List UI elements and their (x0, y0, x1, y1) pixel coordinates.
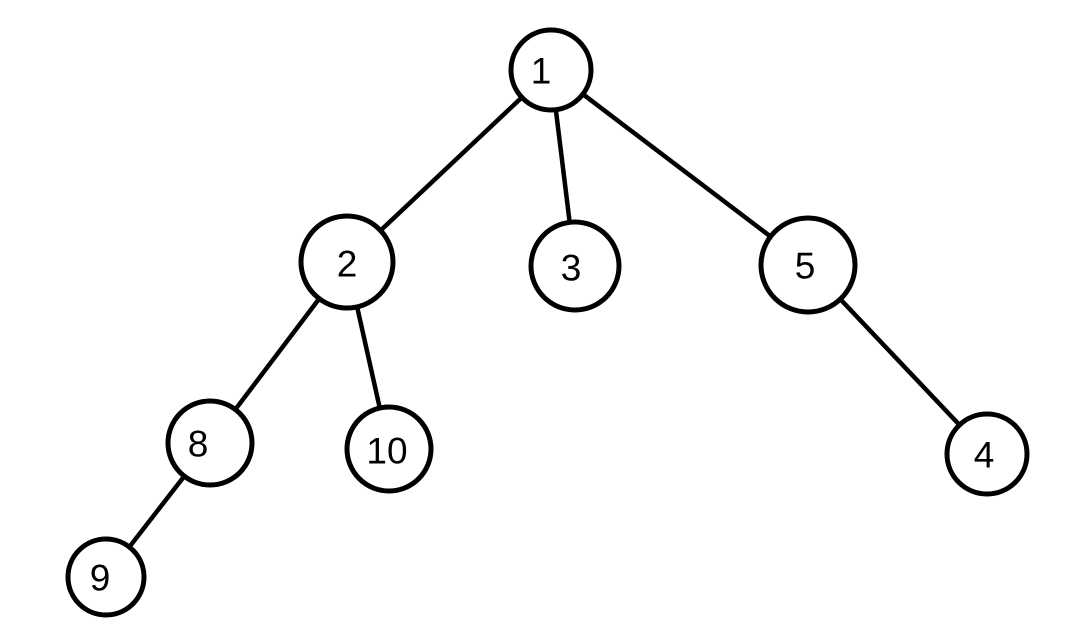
tree-edge-1-3 (553, 106, 573, 226)
tree-node-1: 1 (508, 27, 594, 113)
tree-node-8: 8 (165, 398, 255, 488)
tree-node-10: 10 (344, 404, 434, 494)
node-label-4: 4 (974, 435, 995, 476)
node-label-8: 8 (188, 424, 209, 465)
node-circle-8 (165, 398, 255, 488)
node-label-10: 10 (366, 431, 407, 472)
tree-node-3: 3 (528, 219, 622, 313)
tree-node-2: 2 (298, 213, 396, 311)
node-circle-3 (528, 219, 622, 313)
tree-edge-1-5 (579, 91, 774, 240)
node-circle-1 (508, 27, 594, 113)
node-label-9: 9 (90, 558, 111, 599)
node-label-3: 3 (561, 248, 582, 289)
node-circle-2 (298, 213, 396, 311)
tree-edge-1-2 (377, 94, 525, 234)
tree-edge-8-9 (126, 473, 188, 551)
tree-edge-2-8 (232, 295, 323, 413)
node-circle-9 (65, 536, 147, 618)
tree-edge-2-10 (354, 303, 383, 412)
node-label-5: 5 (795, 246, 816, 287)
tree-node-4: 4 (944, 411, 1030, 497)
tree-node-9: 9 (65, 536, 147, 618)
node-label-1: 1 (531, 51, 552, 92)
node-circle-4 (944, 411, 1030, 497)
tree-edge-5-4 (837, 296, 963, 428)
node-circle-5 (758, 215, 858, 315)
node-label-2: 2 (337, 244, 358, 285)
node-circle-10 (344, 404, 434, 494)
tree-node-5: 5 (758, 215, 858, 315)
